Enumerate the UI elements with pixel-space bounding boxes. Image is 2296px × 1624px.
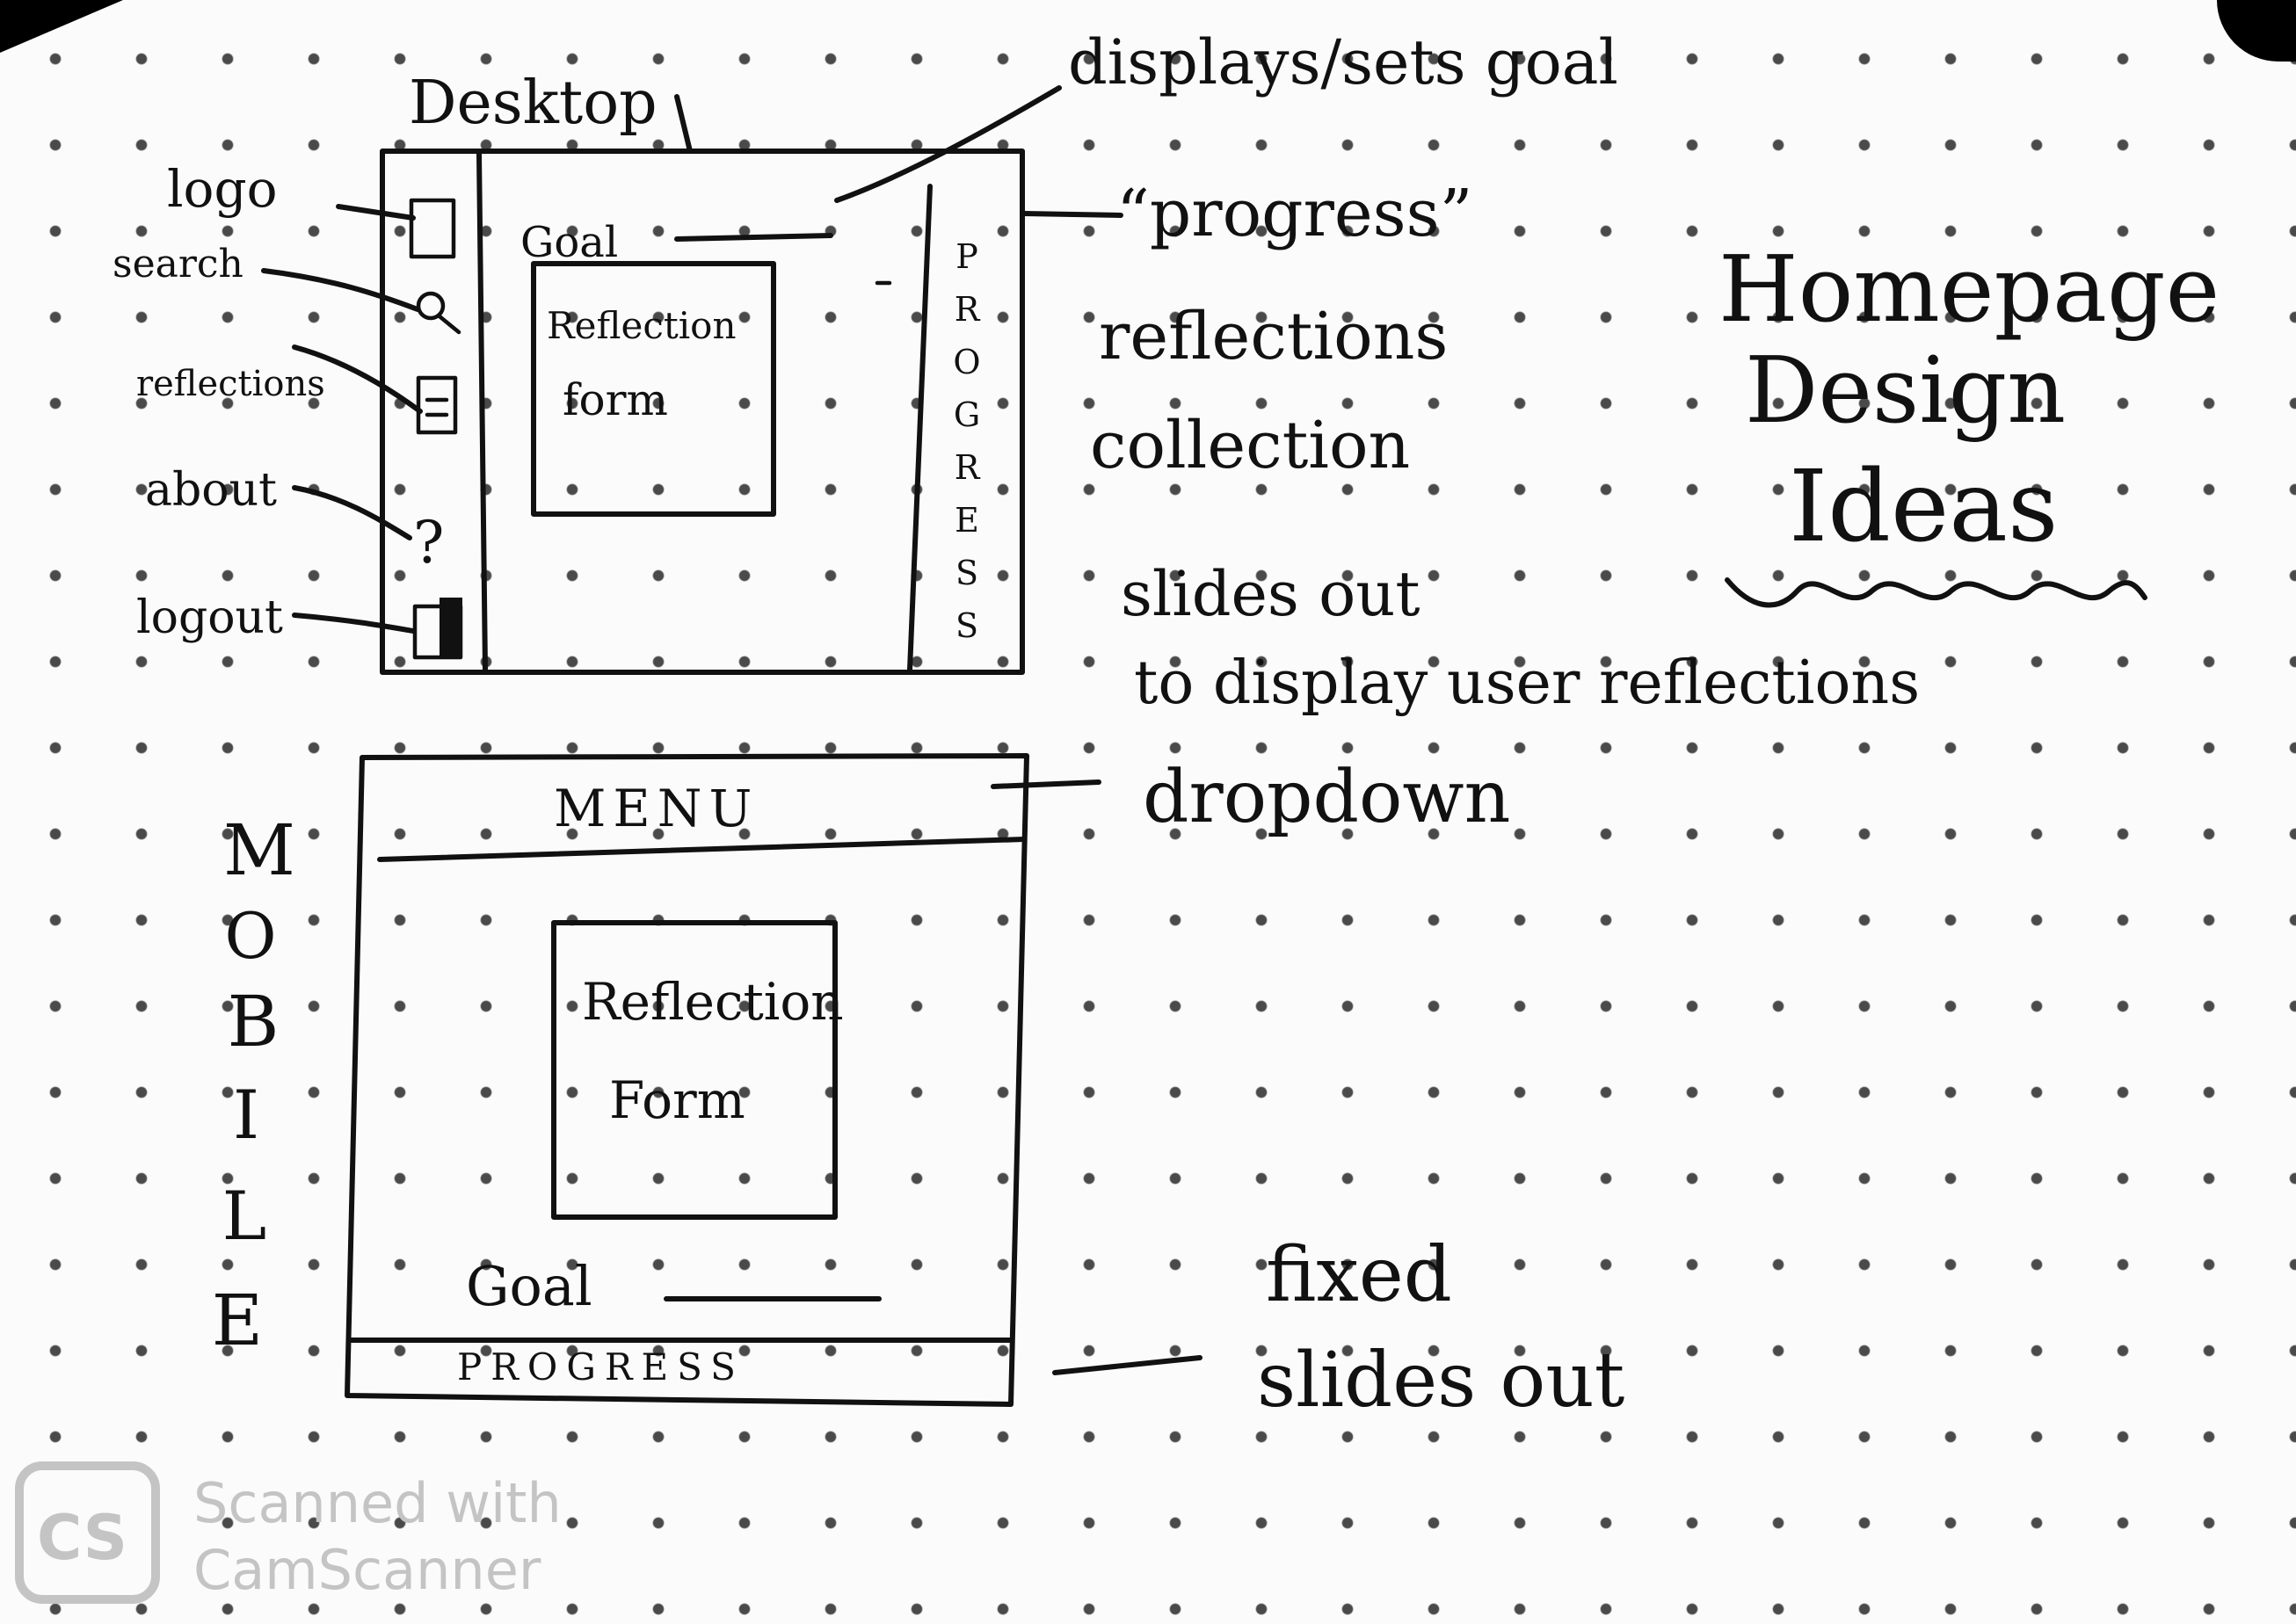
reflections-icon[interactable]	[416, 375, 458, 435]
annotation-goal-note: displays/sets goal	[1068, 26, 1618, 98]
mobile-form-line-2: Form	[609, 1070, 745, 1130]
mobile-frame	[345, 753, 1029, 1407]
title-block: Homepage Design Ideas	[1718, 236, 2220, 608]
mobile-goal-label: Goal	[466, 1254, 592, 1318]
progress-letter: O	[953, 343, 980, 381]
mobile-letter: O	[224, 899, 276, 973]
camscanner-line-2: CamScanner	[193, 1538, 541, 1602]
title-line-2: Design	[1745, 337, 2066, 444]
annotation-dropdown-line	[991, 779, 1101, 789]
desktop-right-annotations: displays/sets goal “progress” reflection…	[834, 26, 1920, 718]
annotation-progress-line	[1021, 211, 1123, 218]
annotation-about: about	[145, 464, 277, 517]
desktop-label: Desktop	[409, 69, 658, 138]
desktop-wireframe: Desktop ? Goal Reflection form	[380, 69, 1025, 675]
annotation-search: search	[113, 242, 243, 286]
annotation-dropdown: dropdown	[1143, 756, 1510, 839]
annotation-reflections-line	[292, 344, 423, 414]
desktop-goal-label: Goal	[520, 218, 618, 267]
search-icon[interactable]	[416, 291, 461, 335]
progress-letter: S	[955, 606, 978, 645]
annotation-about-line	[292, 485, 412, 540]
mobile-menu-divider	[377, 837, 1027, 862]
progress-letter: P	[955, 237, 978, 276]
annotation-logo-line	[336, 204, 416, 221]
camscanner-line-1: Scanned with	[193, 1471, 562, 1535]
mobile-letter: M	[223, 809, 295, 891]
title-line-3: Ideas	[1789, 450, 2058, 564]
mobile-vertical-label: M O B I L E	[212, 809, 295, 1361]
annotation-logo: logo	[167, 159, 278, 219]
logo-icon[interactable]	[409, 198, 456, 259]
about-icon[interactable]: ?	[413, 509, 444, 576]
progress-letter: G	[954, 395, 980, 434]
mobile-menu-label[interactable]: MENU	[554, 779, 759, 838]
desktop-reflection-form[interactable]	[531, 261, 776, 517]
camscanner-logo-icon	[15, 1461, 160, 1604]
desktop-sidebar-divider	[476, 151, 488, 672]
desktop-goal-input-line[interactable]	[674, 233, 833, 242]
mobile-reflection-form[interactable]	[551, 920, 838, 1220]
annotation-progress-5: to display user reflections	[1134, 649, 1920, 718]
annotation-progress-3: collection	[1090, 408, 1410, 483]
mobile-letter: L	[222, 1177, 266, 1255]
annotation-fixed: fixed	[1266, 1231, 1452, 1319]
annotation-goal-note-line	[834, 85, 1062, 203]
annotation-logout-line	[292, 613, 416, 634]
desktop-form-line-2: form	[563, 374, 668, 425]
desktop-form-line-1: Reflection	[547, 304, 737, 347]
mobile-progress-label[interactable]: PROGRESS	[457, 1345, 745, 1388]
title-line-1: Homepage	[1718, 236, 2220, 343]
progress-letter: R	[955, 448, 981, 487]
desktop-frame	[380, 149, 1025, 675]
annotation-progress-4: slides out	[1121, 558, 1420, 630]
camscanner-logo-text: CS	[37, 1502, 127, 1574]
desktop-progress-panel[interactable]: P R O G R E S S	[953, 237, 980, 645]
annotation-search-line	[261, 268, 420, 312]
progress-letter: S	[955, 554, 978, 592]
mobile-annotations: dropdown fixed slides out	[991, 756, 1624, 1425]
progress-letter: E	[955, 501, 979, 540]
camscanner-watermark: CS Scanned with CamScanner	[15, 1461, 562, 1604]
mobile-letter: I	[233, 1076, 259, 1154]
title-wavy-underline	[1725, 577, 2147, 608]
annotation-logout: logout	[136, 591, 283, 644]
desktop-label-pointer	[674, 94, 693, 154]
annotation-reflections: reflections	[136, 364, 325, 404]
logout-icon[interactable]	[412, 598, 463, 660]
mobile-form-line-1: Reflection	[582, 972, 844, 1032]
mobile-wireframe: M O B I L E MENU Reflection Form Goal PR…	[212, 753, 1029, 1407]
annotation-slides-out: slides out	[1257, 1337, 1624, 1425]
annotation-progress-2: reflections	[1099, 299, 1448, 374]
annotation-progress-1: “progress”	[1116, 176, 1472, 251]
progress-letter: R	[955, 290, 981, 329]
desktop-progress-divider	[907, 184, 933, 672]
desktop-left-annotations: logo search reflections about logout	[113, 159, 423, 644]
mobile-letter: B	[228, 981, 280, 1062]
annotation-fixed-line	[1052, 1355, 1202, 1375]
mobile-letter: E	[212, 1280, 263, 1361]
